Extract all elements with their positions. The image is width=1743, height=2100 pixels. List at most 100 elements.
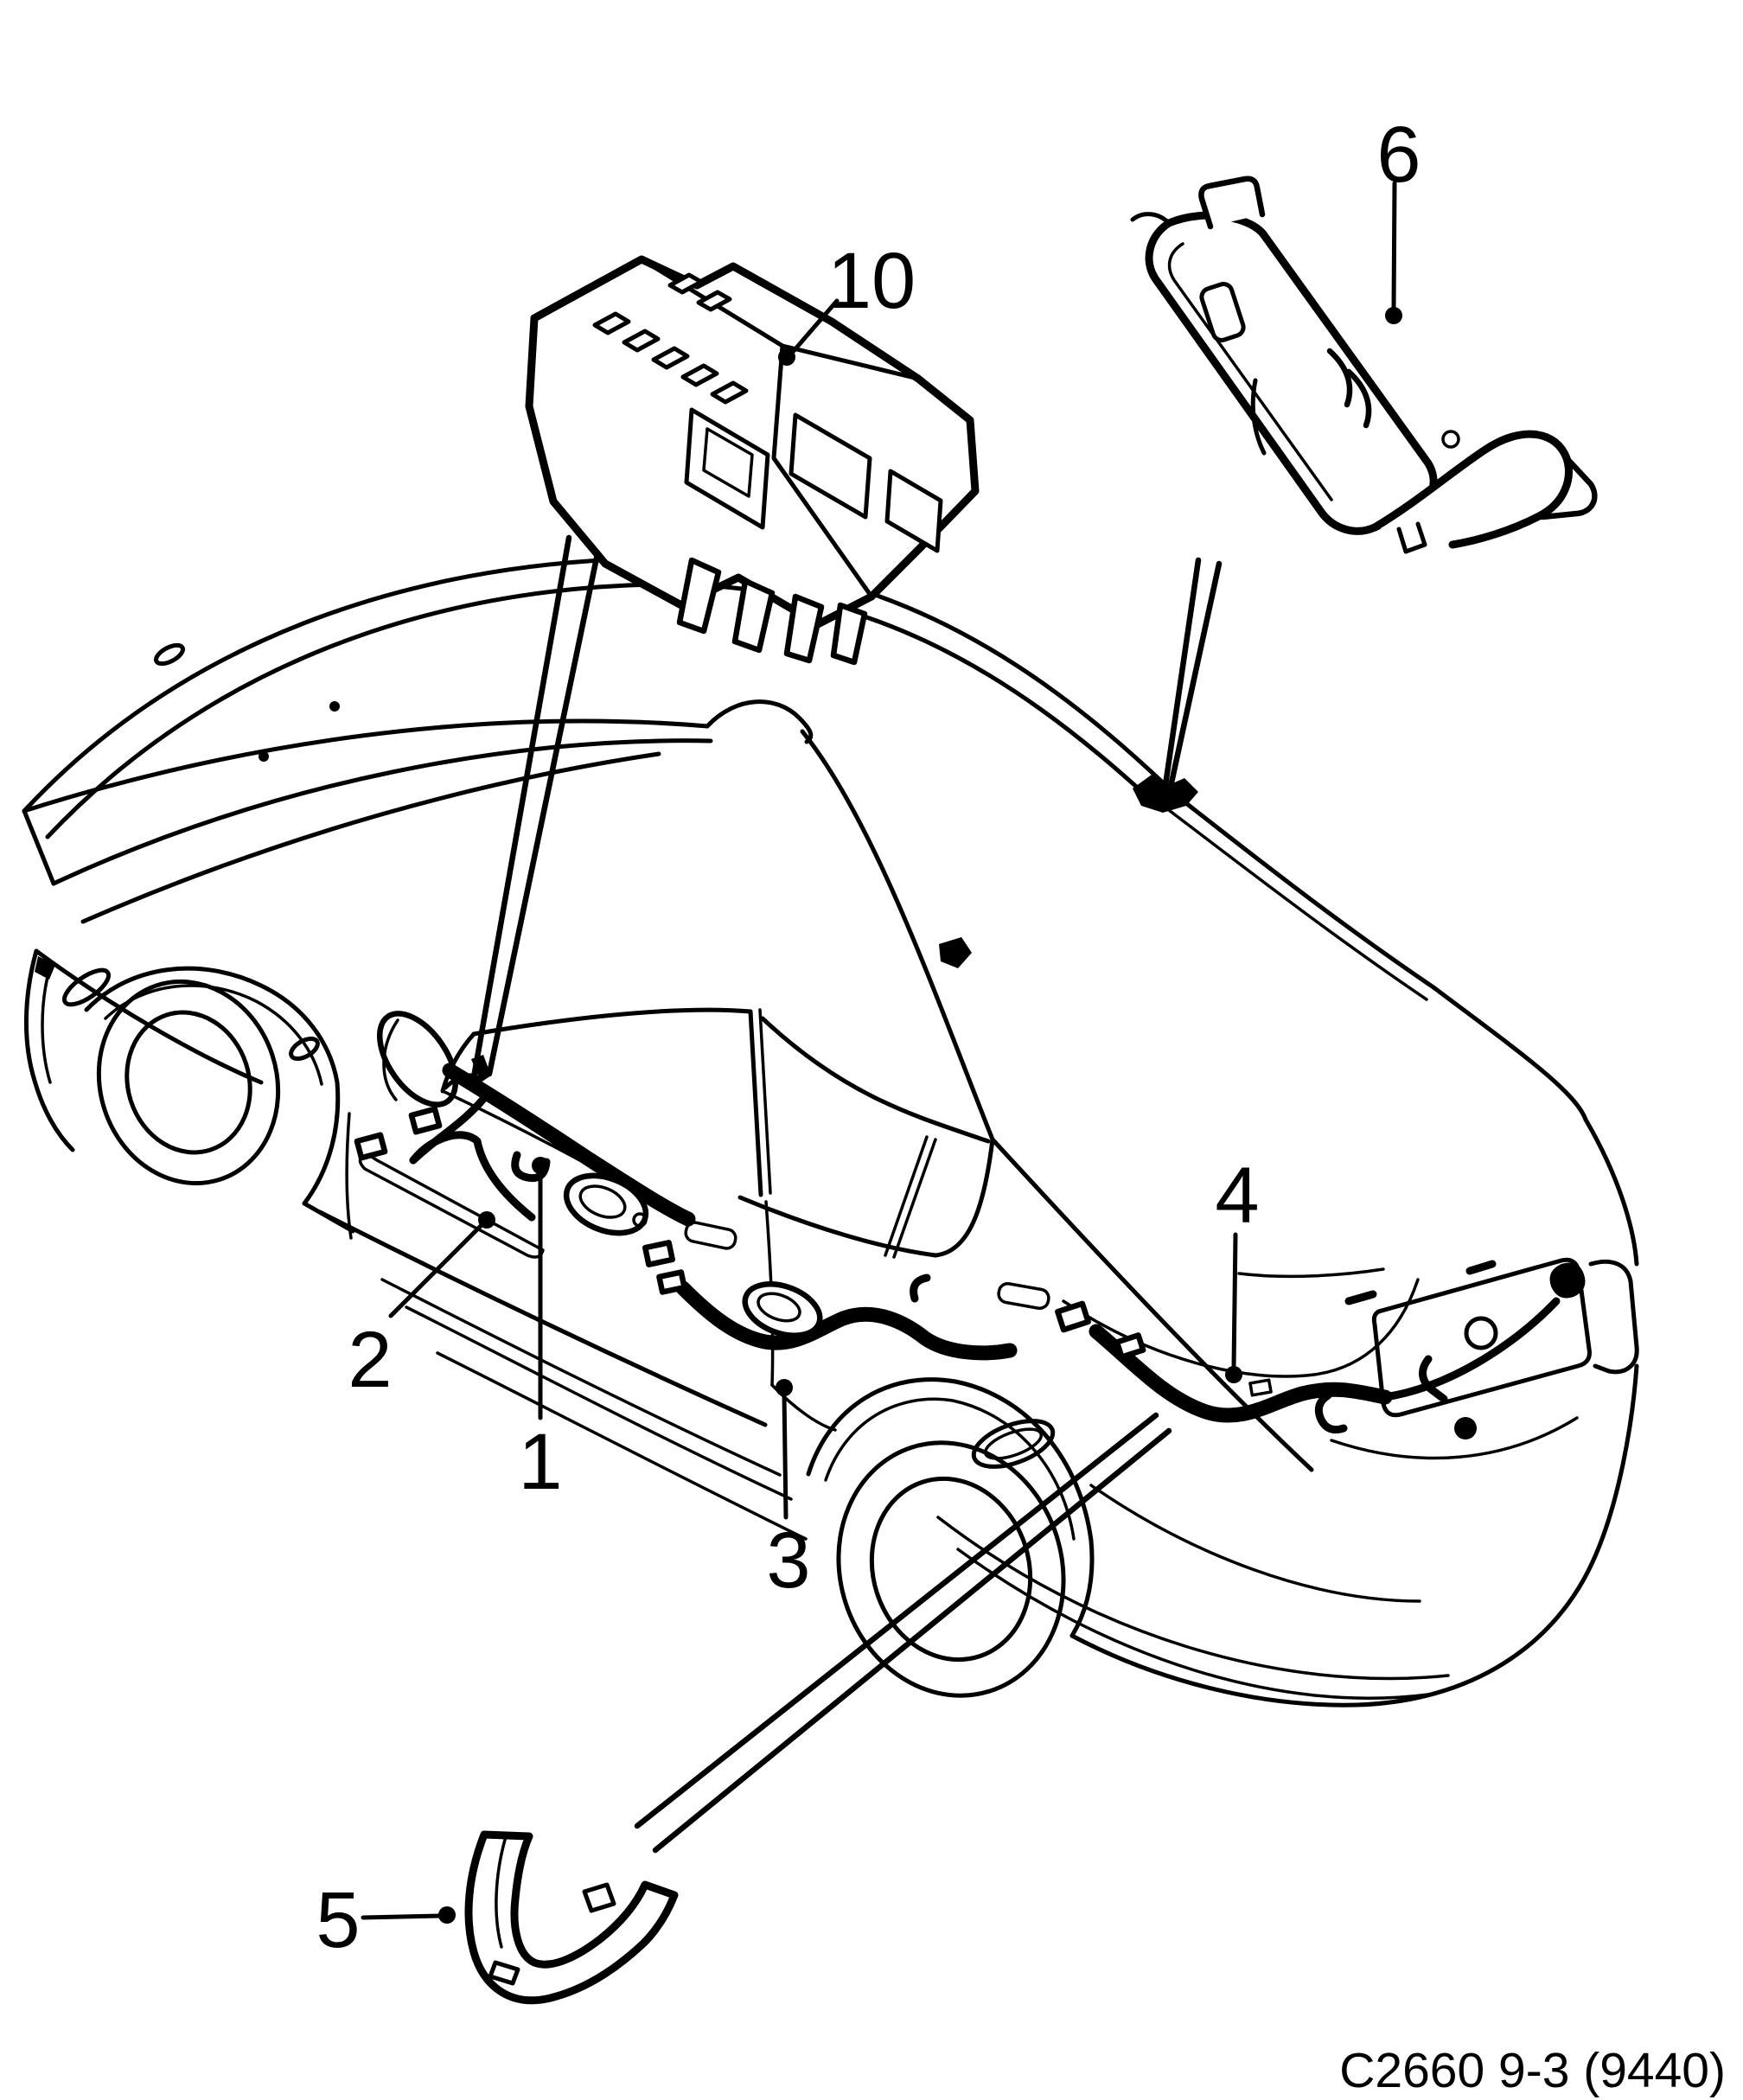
leader-wedge-6 [1162,557,1223,790]
connector-cavity [884,469,943,553]
connector-cavity [788,412,872,520]
callout-label[interactable]: 3 [766,1516,810,1605]
b-pillar-inner [758,1008,772,1195]
trunk-top [1431,985,1588,1122]
callout-label[interactable]: 4 [1215,1152,1259,1240]
roof-dot [329,701,340,712]
front-door-front-edge [345,1112,353,1240]
callout-leader [388,1223,483,1318]
connector-pin [592,311,631,335]
rear-wheel-arch [806,1377,1095,1638]
hood-edge [34,948,264,1085]
callout-3[interactable]: 3 [766,1379,811,1605]
shelf-line [1165,786,1436,990]
bumper-strip [956,1548,1430,1700]
rear-wheel-arch-inner [824,1397,1076,1541]
hood-crease [80,751,661,924]
duct-clip-line [1130,212,1172,226]
harness-connector [354,1132,388,1161]
harness-grommet [1454,1417,1477,1439]
callout-5[interactable]: 5 [316,1876,456,1964]
duct-slot [1199,282,1246,342]
fog-lamp [61,967,112,1007]
plate-recess [1371,1257,1592,1418]
front-window-front [440,1031,476,1094]
harness-mark [1549,1262,1586,1299]
duct-rib [1326,348,1353,408]
sill-line [317,1210,768,1427]
rear-wheel [836,1440,1066,1698]
door-mirror [376,1011,459,1107]
callout-label[interactable]: 2 [348,1316,392,1404]
cable-duct-part-6 [1130,176,1598,554]
bumper-seam [1089,1484,1421,1603]
trunk-lock [1464,1316,1498,1350]
duct-body [1145,211,1438,535]
front-wheel-rim [124,1010,252,1155]
speaker-hole [632,1212,648,1228]
rear-door-handle [997,1281,1050,1311]
connector-tab [783,593,825,664]
rear-door-harness [642,1240,1018,1361]
trunk-harness [1055,1260,1586,1439]
connector-part-10 [525,255,980,666]
connector-cavity-inner [702,427,754,498]
connector-pin [651,346,690,370]
rear-window-top [760,1016,991,1144]
harness-connector [1055,1300,1091,1333]
side-marker [289,1036,320,1062]
connector-tab [676,557,722,635]
shelf-line-inner [1157,801,1428,1001]
car-body [22,556,1639,1707]
callout-6[interactable]: 6 [1376,111,1421,324]
callout-leader [1391,181,1397,312]
callout-dot [778,348,795,366]
connector-tab [830,602,868,666]
near-roofline [800,729,995,1142]
connector-edge [771,343,874,599]
callout-1[interactable]: 1 [518,1157,563,1506]
callout-label[interactable]: 6 [1376,111,1421,199]
b-pillar [748,1009,763,1197]
rail-clip-blob [939,937,972,968]
front-bumper [23,948,75,1152]
door-mirror-inner [382,1018,399,1101]
trunk-lid-line [1237,1267,1385,1279]
callout-label[interactable]: 1 [518,1418,562,1506]
rear-window-rear [933,1137,995,1258]
sill-line [405,1305,793,1501]
grille-mark [35,956,55,980]
front-door-handle [684,1221,737,1250]
callout-10[interactable]: 10 [778,237,916,366]
windshield-top [22,718,710,814]
callout-label[interactable]: 10 [827,237,916,325]
duct-hole [1441,430,1460,449]
antenna-base [154,642,185,667]
callout-2[interactable]: 2 [348,1211,495,1404]
figure-code: C2660 9-3 (9440) [1339,2043,1726,2098]
callout-dot [532,1157,549,1174]
channel-body [464,1830,679,2005]
callout-leader [361,1913,442,1920]
rear-door-speaker [742,1281,823,1338]
windshield-edge [22,808,56,886]
body-line [22,556,1170,814]
harness-clip [1248,1378,1273,1397]
callout-4[interactable]: 4 [1215,1152,1260,1383]
callout-label[interactable]: 5 [316,1876,360,1964]
connector-pin [680,363,719,387]
callout-leader [1231,1232,1238,1370]
channel-tab [582,1882,616,1913]
callout-dot [1225,1366,1242,1383]
sill-line [436,1351,808,1541]
harness-connector [642,1240,676,1267]
bumper-strip [1330,1416,1579,1460]
callout-leader [790,298,840,354]
rear-bumper [1069,1363,1639,1707]
duct-inner-line [1167,242,1333,501]
duct-rib [1345,368,1372,429]
front-door-speaker-inner [578,1184,627,1219]
callout-dot [478,1211,495,1229]
